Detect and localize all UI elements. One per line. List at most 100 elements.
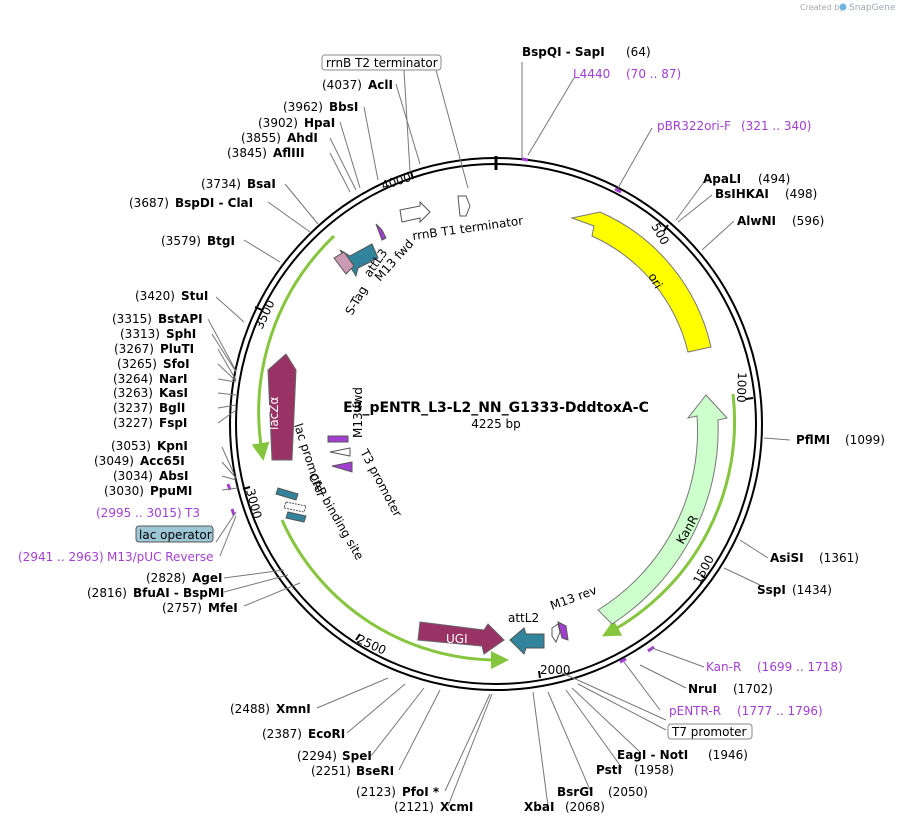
enzyme-asisi-pos: (1361): [819, 551, 859, 565]
enzyme-sfoi-pos: (3265): [117, 357, 157, 371]
enzyme-alwni-pos: (596): [792, 214, 824, 228]
primer-kan-r-name: Kan-R: [706, 660, 741, 674]
enzyme-spei-pos: (2294): [297, 749, 337, 763]
t7-promoter-arrow: [551, 623, 561, 644]
m13-fwd-inner-mark: [327, 435, 349, 443]
enzyme-spei: SpeI: [342, 749, 372, 763]
enzyme-nari: NarI: [159, 372, 188, 386]
enzyme-bspqi-sapi: BspQI - SapI: [522, 45, 605, 59]
enzyme-hpai-pos: (3902): [258, 116, 298, 130]
lac-promoter-feature: [283, 501, 307, 513]
primer-t3-name: T3: [184, 506, 200, 520]
enzyme-xcmi-pos: (2121): [394, 800, 434, 814]
enzyme-bsrgi-pos: (2050): [608, 785, 648, 799]
tick-1500: [700, 574, 707, 580]
enzyme-btgi-pos: (3579): [161, 234, 201, 248]
ori-label: ori: [645, 271, 665, 292]
enzyme-sspi: SspI: [757, 583, 786, 597]
enzyme-ahdi-pos: (3855): [241, 131, 281, 145]
enzyme-psti-pos: (1958): [634, 763, 674, 777]
enzyme-pluti-pos: (3267): [114, 342, 154, 356]
enzyme-sphi-pos: (3313): [120, 327, 160, 341]
enzyme-xbai: XbaI: [524, 800, 554, 814]
enzyme-bseri: BseRI: [356, 764, 394, 778]
t3-promoter-label: T3 promoter: [357, 446, 405, 519]
lac-operator-feature: [275, 487, 299, 501]
primer-m13-puc-reverse-range: (2941 .. 2963): [18, 550, 104, 564]
enzyme-eagi-noti: EagI - NotI: [617, 748, 688, 762]
enzyme-btgi: BtgI: [207, 234, 235, 248]
enzyme-acc65i-pos: (3049): [94, 454, 134, 468]
enzyme-ppumi: PpuMI: [150, 484, 192, 498]
leader-lines: [207, 62, 791, 807]
enzyme-agei-pos: (2828): [146, 571, 186, 585]
lac-operator-label: lac operator: [139, 528, 212, 542]
enzyme-absi: AbsI: [159, 469, 188, 483]
orf-arc-kanr: [602, 393, 737, 637]
enzyme-pflmi-pos: (1099): [845, 433, 885, 447]
enzyme-xmni-pos: (2488): [230, 702, 270, 716]
m13-fwd-outer-mark: [375, 223, 387, 241]
enzyme-pfoi: PfoI *: [402, 785, 440, 799]
tick-3000: [242, 486, 251, 490]
enzyme-absi-pos: (3034): [113, 469, 153, 483]
enzyme-bsrgi: BsrGI: [557, 785, 594, 799]
enzyme-acli-pos: (4037): [322, 78, 362, 92]
tick-label-2500: 2500: [355, 632, 389, 658]
rrnb-t2-arrow: [457, 195, 471, 217]
watermark-brand: SnapGene: [849, 3, 896, 13]
attl3-feature: [339, 243, 379, 278]
lac-operator-box: [135, 525, 214, 543]
enzyme-nrui-pos: (1702): [733, 682, 773, 696]
enzyme-psti: PstI: [596, 763, 622, 777]
stag-label: S-Tag: [342, 284, 370, 318]
primer-pbr322ori-f-range: (321 .. 340): [741, 119, 811, 133]
primer-mark-m13-puc-reverse: [230, 508, 236, 516]
tick-2000: [538, 670, 541, 679]
tick-label-1500: 1500: [690, 553, 717, 587]
enzyme-stui-pos: (3420): [135, 289, 175, 303]
plasmid-length: 4225 bp: [471, 417, 521, 431]
enzyme-pfoi-pos: (2123): [356, 785, 396, 799]
enzyme-ahdi: AhdI: [287, 131, 318, 145]
enzyme-bgli-pos: (3237): [113, 401, 153, 415]
primer-mark-kan-r: [647, 645, 655, 653]
enzyme-bseri-pos: (2251): [311, 764, 351, 778]
tick-3500: [254, 306, 263, 311]
ruler: [242, 156, 754, 679]
enzyme-ppumi-pos: (3030): [104, 484, 144, 498]
enzyme-bbsi: BbsI: [329, 100, 358, 114]
tick-label-500: 500: [648, 221, 672, 248]
rrnb-t2-label: rrnB T2 terminator: [326, 56, 438, 70]
enzyme-sphi: SphI: [166, 327, 196, 341]
enzyme-bspdi-clai: BspDI - ClaI: [175, 196, 253, 210]
ori-feature: [570, 211, 712, 353]
enzyme-kasi-pos: (3263): [113, 386, 153, 400]
enzyme-mfei-pos: (2757): [162, 601, 202, 615]
enzyme-sfoi: SfoI: [163, 357, 190, 371]
enzyme-apali: ApaLI: [703, 172, 741, 186]
primer-mark-pentr-r: [619, 657, 627, 664]
primer-pentr-r-name: pENTR-R: [669, 704, 721, 718]
cap-site-label: CAP binding site: [305, 471, 366, 563]
enzyme-alwni: AlwNI: [737, 214, 776, 228]
enzyme-xcmi: XcmI: [440, 800, 473, 814]
enzyme-labels: BspQI - SapI (64) ApaLI (494) BsIHKAI (4…: [87, 45, 885, 814]
enzyme-kpni-pos: (3053): [111, 439, 151, 453]
enzyme-hpai: HpaI: [304, 116, 335, 130]
enzyme-afliii-pos: (3845): [227, 146, 267, 160]
primer-l4440-name: L4440: [573, 67, 610, 81]
primer-l4440-range: (70 .. 87): [626, 67, 681, 81]
rrnb-t2-box: [321, 54, 442, 71]
enzyme-bslhkai-pos: (498): [785, 187, 817, 201]
enzyme-nari-pos: (3264): [113, 372, 153, 386]
primer-pbr322ori-f-name: pBR322ori-F: [657, 119, 731, 133]
enzyme-bgli: BglI: [159, 401, 185, 415]
m13-rev-mark: [557, 621, 569, 641]
rrnb-t1-label: rrnB T1 terminator: [411, 214, 524, 243]
tick-500: [663, 224, 669, 232]
enzyme-bspdi-clai-pos: (3687): [129, 196, 169, 210]
lacza-label: lacZα: [267, 396, 281, 430]
primer-pentr-r-range: (1777 .. 1796): [737, 704, 823, 718]
